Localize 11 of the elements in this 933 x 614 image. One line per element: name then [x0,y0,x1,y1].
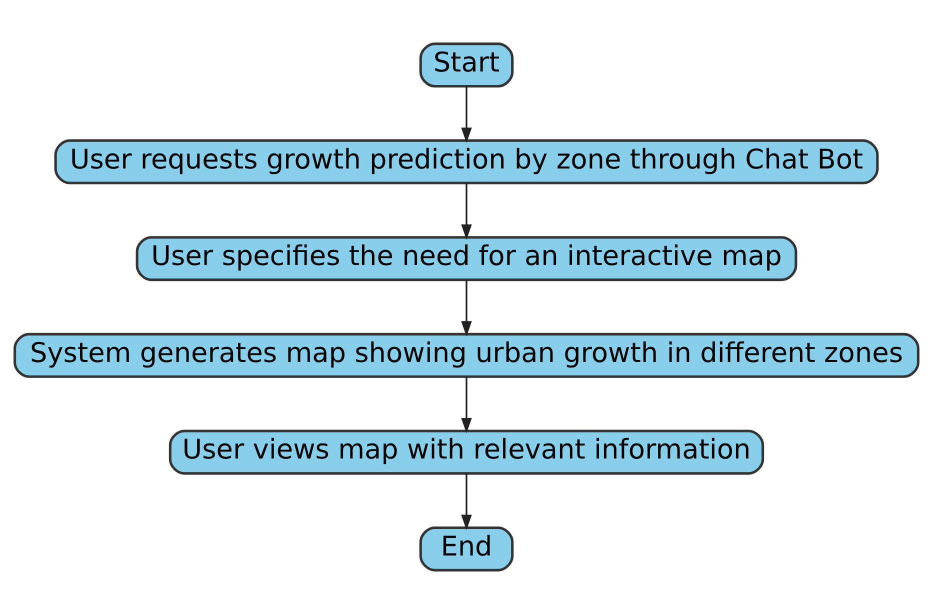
node-box: Start [419,42,514,88]
node-box: User requests growth prediction by zone through Chat Bot [54,139,879,184]
node-box: End [419,526,514,572]
arrow [461,183,472,240]
arrow [461,86,472,143]
node-box: User views map with relevant information [168,430,764,475]
node-box: User specifies the need for an interactive map [136,236,798,282]
node-box: System generates map showing urban growth in different zones [14,332,920,378]
arrow [461,280,472,336]
arrow [461,376,472,434]
arrow [461,474,472,530]
